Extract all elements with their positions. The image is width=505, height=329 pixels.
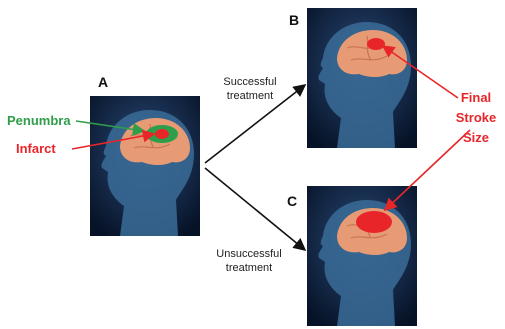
penumbra-pointer xyxy=(76,121,144,131)
fail-caption-line1: Unsuccessful xyxy=(204,247,294,261)
success-caption: Successful treatment xyxy=(210,75,290,103)
success-caption-line1: Successful xyxy=(210,75,290,89)
fail-arrow xyxy=(205,168,305,250)
final-pointer-b xyxy=(383,46,458,98)
final-label-line1: Final xyxy=(448,88,504,108)
final-label-line2: Stroke xyxy=(448,108,504,128)
fail-caption-line2: treatment xyxy=(204,261,294,275)
success-caption-line2: treatment xyxy=(210,89,290,103)
infarct-pointer xyxy=(72,134,154,149)
infarct-label: Infarct xyxy=(16,141,56,156)
final-label-line3: Size xyxy=(448,128,504,148)
final-stroke-size-label: Final Stroke Size xyxy=(448,88,504,148)
fail-caption: Unsuccessful treatment xyxy=(204,247,294,275)
penumbra-label: Penumbra xyxy=(7,113,71,128)
